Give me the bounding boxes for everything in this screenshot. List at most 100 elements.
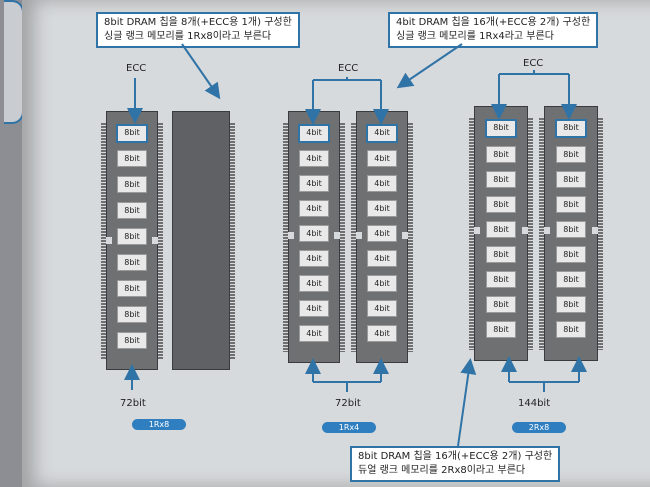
dram-chip: 8bit bbox=[486, 171, 516, 188]
dimm-notch bbox=[592, 227, 598, 234]
callout-2rx8: 8bit DRAM 칩을 16개(+ECC용 2개) 구성한 듀얼 랭크 메모리… bbox=[350, 446, 561, 482]
dimm-contacts bbox=[101, 122, 106, 359]
ecc-chip: 4bit bbox=[298, 124, 330, 143]
connector-lines bbox=[124, 43, 587, 447]
page-tab bbox=[4, 0, 24, 124]
bus-width-1rx4: 72bit bbox=[335, 398, 361, 409]
dimm-notch bbox=[152, 237, 158, 244]
ecc-chip: 4bit bbox=[366, 124, 398, 143]
dram-chip: 8bit bbox=[117, 202, 147, 219]
dram-chip: 8bit bbox=[556, 196, 586, 213]
callout-pointer bbox=[457, 358, 477, 447]
dram-chip: 8bit bbox=[556, 221, 586, 238]
dram-chip: 8bit bbox=[556, 321, 586, 338]
dram-chip: 4bit bbox=[367, 150, 397, 167]
ecc-label-2rx8: ECC bbox=[523, 58, 544, 69]
dimm-notch bbox=[106, 237, 112, 244]
dram-chip: 8bit bbox=[556, 146, 586, 163]
dram-chip: 4bit bbox=[299, 300, 329, 317]
dimm-contacts bbox=[539, 117, 544, 350]
ecc-bracket bbox=[498, 70, 570, 110]
dimm-notch bbox=[544, 227, 550, 234]
dram-chip: 8bit bbox=[486, 221, 516, 238]
callout-1rx4-line2: 싱글 랭크 메모리를 1Rx4라고 부른다 bbox=[396, 31, 554, 42]
dram-chip: 8bit bbox=[117, 306, 147, 323]
dram-chip: 4bit bbox=[299, 275, 329, 292]
dimm-contacts bbox=[340, 122, 345, 352]
dram-chip: 8bit bbox=[556, 171, 586, 188]
dram-chip: 4bit bbox=[367, 250, 397, 267]
bus-bracket bbox=[313, 381, 381, 392]
page-edge bbox=[0, 0, 24, 487]
dimm-contacts bbox=[469, 117, 474, 350]
ecc-bracket bbox=[312, 77, 382, 118]
dimm-contacts bbox=[230, 122, 235, 359]
dram-chip: 8bit bbox=[117, 228, 147, 245]
ecc-chip: 8bit bbox=[485, 119, 517, 138]
diagram-page: 8bit DRAM 칩을 8개(+ECC용 1개) 구성한 싱글 랭크 메모리를… bbox=[22, 0, 650, 487]
callout-pointer bbox=[181, 43, 221, 100]
badge-1rx8: 1Rx8 bbox=[132, 419, 186, 430]
dram-chip: 8bit bbox=[556, 296, 586, 313]
dram-chip: 8bit bbox=[486, 196, 516, 213]
dimm-2rx8-front: 8bit 8bit 8bit 8bit 8bit 8bit 8bit 8bit … bbox=[469, 106, 533, 361]
dimm-contacts bbox=[528, 117, 533, 350]
dimm-1rx4-back: 4bit 4bit 4bit 4bit 4bit 4bit 4bit 4bit … bbox=[351, 111, 413, 363]
bus-width-1rx8: 72bit bbox=[120, 398, 146, 409]
dram-chip: 8bit bbox=[117, 280, 147, 297]
dimm-contacts bbox=[408, 122, 413, 352]
dimm-contacts bbox=[158, 122, 163, 359]
badge-2rx8: 2Rx8 bbox=[512, 422, 566, 433]
dram-chip: 8bit bbox=[556, 271, 586, 288]
ecc-chip: 8bit bbox=[116, 124, 148, 143]
dimm-notch bbox=[288, 232, 294, 239]
callout-2rx8-line1: 8bit DRAM 칩을 16개(+ECC용 2개) 구성한 bbox=[358, 451, 553, 462]
dram-chip: 4bit bbox=[299, 175, 329, 192]
dram-chip: 8bit bbox=[486, 271, 516, 288]
ecc-label-1rx8: ECC bbox=[126, 63, 147, 74]
dimm-notch bbox=[402, 232, 408, 239]
dram-chip: 4bit bbox=[299, 325, 329, 342]
dimm-contacts bbox=[283, 122, 288, 352]
dram-chip: 8bit bbox=[117, 176, 147, 193]
dram-chip: 4bit bbox=[367, 300, 397, 317]
dram-chip: 4bit bbox=[367, 275, 397, 292]
dram-chip: 8bit bbox=[486, 296, 516, 313]
ecc-label-1rx4: ECC bbox=[338, 63, 359, 74]
callout-1rx8-line2: 싱글 랭크 메모리를 1Rx8이라고 부른다 bbox=[104, 31, 272, 42]
dimm-notch bbox=[334, 232, 340, 239]
dram-chip: 8bit bbox=[117, 150, 147, 167]
dram-chip: 4bit bbox=[299, 250, 329, 267]
bus-bracket bbox=[509, 381, 579, 392]
callout-pointer bbox=[396, 43, 463, 89]
dimm-1rx8-back bbox=[172, 111, 235, 370]
dram-chip: 4bit bbox=[367, 225, 397, 242]
callout-1rx4-line1: 4bit DRAM 칩을 16개(+ECC용 2개) 구성한 bbox=[396, 17, 591, 28]
dram-chip: 8bit bbox=[486, 246, 516, 263]
callout-2rx8-line2: 듀얼 랭크 메모리를 2Rx8이라고 부른다 bbox=[358, 465, 526, 476]
dram-chip: 4bit bbox=[299, 225, 329, 242]
callout-1rx8: 8bit DRAM 칩을 8개(+ECC용 1개) 구성한 싱글 랭크 메모리를… bbox=[96, 12, 300, 48]
dimm-notch bbox=[356, 232, 362, 239]
dimm-contacts bbox=[598, 117, 603, 350]
dimm-2rx8-back: 8bit 8bit 8bit 8bit 8bit 8bit 8bit 8bit … bbox=[539, 106, 603, 361]
dram-chip: 4bit bbox=[299, 200, 329, 217]
dimm-contacts bbox=[351, 122, 356, 352]
callout-1rx4: 4bit DRAM 칩을 16개(+ECC용 2개) 구성한 싱글 랭크 메모리… bbox=[388, 12, 599, 48]
dimm-notch bbox=[474, 227, 480, 234]
dram-chip: 8bit bbox=[486, 146, 516, 163]
dram-chip: 8bit bbox=[117, 332, 147, 349]
ecc-chip: 8bit bbox=[555, 119, 587, 138]
dimm-notch bbox=[522, 227, 528, 234]
dram-chip: 8bit bbox=[117, 254, 147, 271]
dram-chip: 4bit bbox=[367, 200, 397, 217]
dram-chip: 4bit bbox=[367, 175, 397, 192]
bus-width-2rx8: 144bit bbox=[518, 398, 551, 409]
dram-chip: 8bit bbox=[486, 321, 516, 338]
callout-1rx8-line1: 8bit DRAM 칩을 8개(+ECC용 1개) 구성한 bbox=[104, 17, 292, 28]
dram-chip: 4bit bbox=[299, 150, 329, 167]
dram-chip: 4bit bbox=[367, 325, 397, 342]
dimm-1rx8: 8bit 8bit 8bit 8bit 8bit 8bit 8bit 8bit … bbox=[101, 111, 163, 370]
badge-1rx4: 1Rx4 bbox=[322, 422, 376, 433]
dram-chip: 8bit bbox=[556, 246, 586, 263]
